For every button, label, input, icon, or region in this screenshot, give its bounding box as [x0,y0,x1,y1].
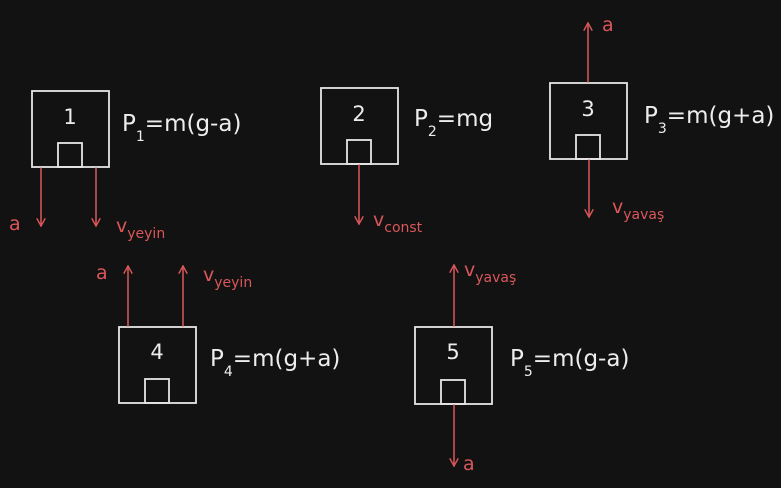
case-1: 1 P1=m(g-a) a vyeyin [9,90,241,242]
elevator-door-5 [440,379,466,405]
box-number-2: 2 [352,102,365,126]
box-number-1: 1 [63,105,76,129]
elevator-box-2 [320,87,399,165]
elevator-box-1 [31,90,110,168]
weight-formula-5: P5=m(g-a) [510,346,629,380]
elevator-door-3 [575,134,601,160]
velocity-label-4: vyeyin [203,264,252,291]
acceleration-label-5: a [463,453,475,475]
elevator-door-4 [144,378,170,404]
weight-formula-3: P3=m(g+a) [644,103,774,137]
elevator-box-3 [549,82,628,160]
weight-formula-1: P1=m(g-a) [122,111,241,145]
acceleration-label-1: a [9,213,21,235]
elevator-box-4 [118,326,197,404]
elevator-box-5 [414,326,493,405]
velocity-label-3: vyavaş [612,196,664,223]
weight-formula-4: P4=m(g+a) [210,346,340,380]
acceleration-label-4: a [96,262,108,284]
velocity-label-1: vyeyin [116,215,165,242]
velocity-label-5: vyavaş [464,259,516,286]
acceleration-label-3: a [602,14,614,36]
elevator-door-2 [346,139,372,165]
velocity-label-2: vconst [373,209,423,236]
box-number-4: 4 [150,340,163,364]
box-number-5: 5 [446,340,459,364]
weight-formula-2: P2=mg [414,106,493,140]
case-3: 3 P3=m(g+a) a vyavaş [549,14,774,223]
case-2: 2 P2=mg vconst [320,87,493,236]
case-5: 5 P5=m(g-a) vyavaş a [414,259,629,475]
box-number-3: 3 [581,97,594,121]
elevator-door-1 [57,142,83,168]
case-4: 4 P4=m(g+a) a vyeyin [96,262,340,404]
